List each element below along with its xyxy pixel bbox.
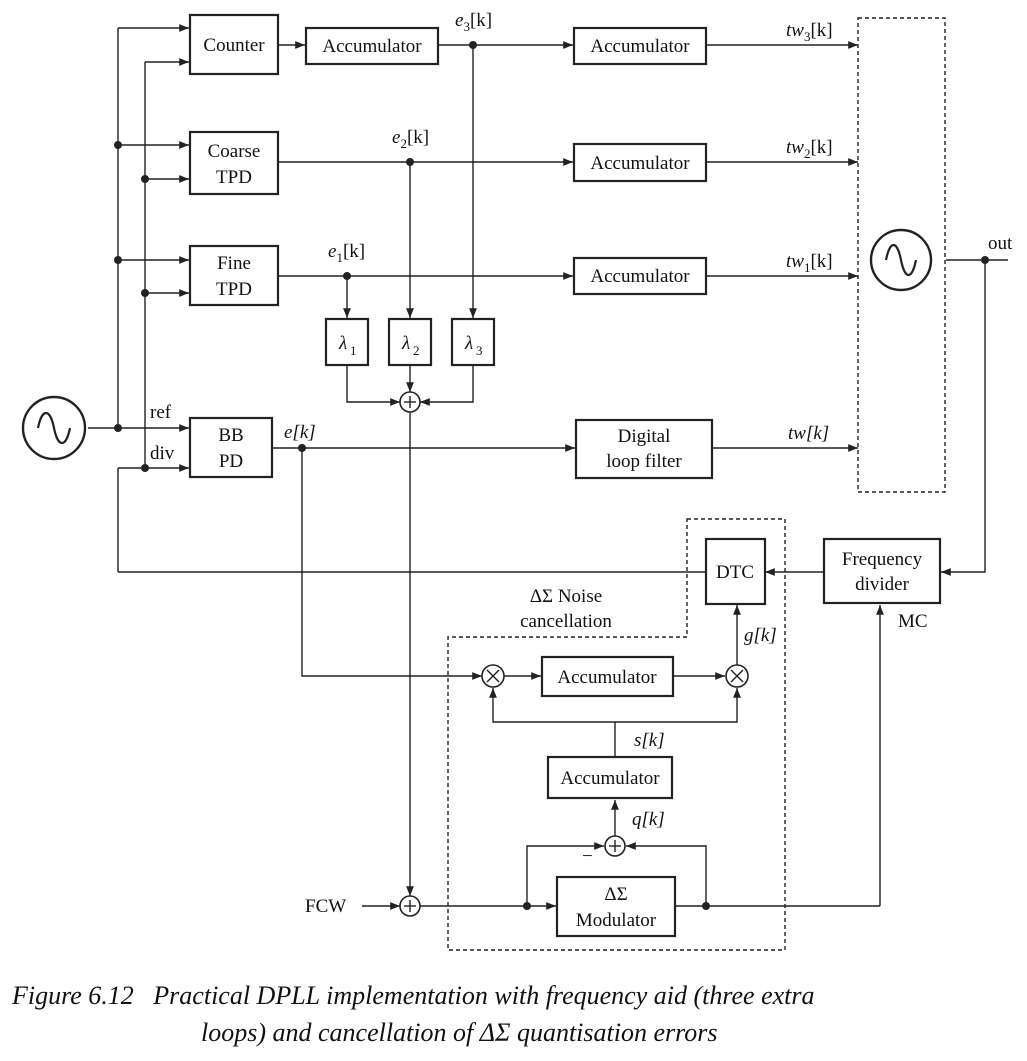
dtc-block: DTC [704, 537, 767, 606]
ref-label: ref [150, 402, 172, 423]
nc-label-line1: ΔΣ Noise [530, 586, 602, 607]
signal-labels: e3[k] e2[k] e1[k] e[k] tw3[k] tw2[k] tw1… [150, 10, 1013, 917]
freq-div-label-line2: divider [855, 574, 909, 595]
accumulator-label: Accumulator [322, 36, 422, 57]
figure-caption: Figure 6.12 Practical DPLL implementatio… [11, 981, 815, 1047]
multiplier-right-icon [725, 664, 749, 688]
coarse-tpd-label-line1: Coarse [208, 141, 261, 162]
dco-oscillator-icon [869, 228, 933, 292]
lambda3-symbol: λ [464, 333, 473, 354]
e3-label: e3[k] [455, 10, 492, 34]
e-label: e[k] [284, 422, 316, 443]
dco-dashed-group [857, 17, 946, 493]
multiplier-left-icon [481, 664, 505, 688]
frequency-divider-block: Frequency divider [822, 537, 942, 605]
fine-tpd-block: Fine TPD [188, 244, 280, 307]
accumulator-label: Accumulator [557, 667, 657, 688]
digital-loop-filter-block: Digital loop filter [574, 418, 714, 480]
s-label: s[k] [634, 730, 665, 751]
e1-label: e1[k] [328, 241, 365, 265]
nc-label-line2: cancellation [520, 611, 612, 632]
lambda3-subscript: 3 [476, 343, 483, 358]
wires [88, 24, 1008, 910]
counter-label: Counter [203, 35, 265, 56]
dtc-label: DTC [716, 562, 754, 583]
tw3-label: tw3[k] [786, 20, 833, 44]
accumulator-s-block: Accumulator [546, 755, 674, 800]
coarse-tpd-block: Coarse TPD [188, 130, 280, 196]
ds-mod-label-line1: ΔΣ [604, 884, 627, 905]
lambda2-subscript: 2 [413, 343, 420, 358]
fine-tpd-label-line2: TPD [216, 279, 252, 300]
lambda1-symbol: λ [338, 333, 347, 354]
tw-label: tw[k] [788, 423, 829, 444]
accumulator-label: Accumulator [590, 153, 690, 174]
fcw-label: FCW [305, 896, 346, 917]
g-label: g[k] [744, 625, 777, 646]
freq-div-label-line1: Frequency [842, 549, 923, 570]
accumulator-label: Accumulator [590, 266, 690, 287]
caption-line1: Figure 6.12 Practical DPLL implementatio… [11, 981, 815, 1010]
tw1-label: tw1[k] [786, 251, 833, 275]
quantisation-error-adder-icon [604, 835, 626, 857]
lambda1-block: λ 1 [324, 317, 370, 367]
lambda2-block: λ 2 [387, 317, 433, 367]
accumulator-tw1-block: Accumulator [572, 256, 708, 296]
accumulator-tw2-block: Accumulator [572, 142, 708, 183]
loop-filter-label-line1: Digital [618, 426, 671, 447]
lambda3-block: λ 3 [450, 317, 496, 367]
loop-filter-label-line2: loop filter [606, 451, 682, 472]
tw2-label: tw2[k] [786, 137, 833, 161]
minus-sign: − [582, 846, 593, 867]
e2-label: e2[k] [392, 127, 429, 151]
bbpd-label-line2: PD [219, 451, 243, 472]
lambda-adder-icon [399, 391, 421, 413]
lambda1-subscript: 1 [350, 343, 357, 358]
junctions [114, 41, 989, 910]
fine-tpd-label-line1: Fine [217, 253, 251, 274]
delta-sigma-modulator-block: ΔΣ Modulator [555, 875, 677, 938]
accumulator-tw3-block: Accumulator [572, 26, 708, 66]
bbpd-label-line1: BB [218, 425, 243, 446]
accumulator-label: Accumulator [590, 36, 690, 57]
reference-oscillator-icon [21, 395, 87, 461]
bbpd-block: BB PD [188, 416, 274, 479]
accumulator-label: Accumulator [560, 768, 660, 789]
coarse-tpd-label-line2: TPD [216, 167, 252, 188]
q-label: q[k] [632, 809, 665, 830]
mc-label: MC [898, 611, 928, 632]
out-label: out [988, 233, 1013, 254]
counter-block: Counter [188, 13, 280, 76]
noise-cancellation-group [447, 518, 786, 951]
caption-line2: loops) and cancellation of ΔΣ quantisati… [201, 1018, 718, 1047]
lambda2-symbol: λ [401, 333, 410, 354]
div-label: div [150, 443, 175, 464]
accumulator-e3-block: Accumulator [304, 26, 440, 66]
ds-mod-label-line2: Modulator [576, 910, 657, 931]
accumulator-nc-block: Accumulator [540, 655, 675, 698]
fcw-adder-icon [399, 895, 421, 917]
